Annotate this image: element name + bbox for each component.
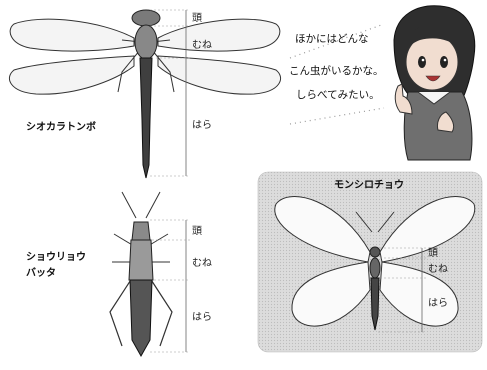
butterfly-thorax bbox=[370, 258, 380, 278]
dragonfly-forewing-right bbox=[158, 19, 280, 51]
grasshopper-thorax-label: むね bbox=[192, 257, 212, 269]
dragonfly-abdomen bbox=[140, 58, 152, 178]
dragonfly-illustration bbox=[9, 10, 280, 178]
butterfly-name: モンシロチョウ bbox=[334, 179, 404, 191]
butterfly-abdomen-label: はら bbox=[428, 297, 448, 309]
dragonfly-abdomen-label: はら bbox=[192, 119, 212, 131]
grasshopper-name-line2: バッタ bbox=[26, 267, 56, 279]
grasshopper-illustration bbox=[110, 192, 190, 356]
dragonfly-hindwing-right bbox=[158, 56, 281, 94]
dragonfly-thorax-label: むね bbox=[192, 39, 212, 51]
dragonfly-head-label: 頭 bbox=[192, 12, 202, 24]
dragonfly-hindwing-left bbox=[9, 56, 134, 94]
butterfly-head-label: 頭 bbox=[428, 247, 438, 259]
speech-line-1: ほかにはどんな bbox=[295, 33, 369, 45]
dragonfly-name: シオカラトンボ bbox=[26, 120, 96, 133]
grasshopper-name-line1: ショウリョウ bbox=[26, 251, 86, 263]
grasshopper-abdomen-label: はら bbox=[192, 311, 212, 323]
butterfly-thorax-label: むね bbox=[428, 263, 448, 275]
grasshopper-head-label: 頭 bbox=[192, 225, 202, 237]
grasshopper-thorax bbox=[129, 240, 153, 280]
speech-line-3: しらべてみたい。 bbox=[296, 89, 380, 101]
dragonfly-thorax bbox=[135, 25, 157, 59]
grasshopper-abdomen bbox=[130, 280, 152, 356]
dragonfly-forewing-left bbox=[10, 19, 134, 51]
girl-character bbox=[394, 6, 475, 160]
butterfly-head bbox=[370, 247, 380, 257]
dragonfly-head bbox=[132, 10, 160, 26]
grasshopper-head bbox=[132, 222, 150, 240]
speech-line-2: こん虫がいるかな。 bbox=[289, 64, 384, 77]
